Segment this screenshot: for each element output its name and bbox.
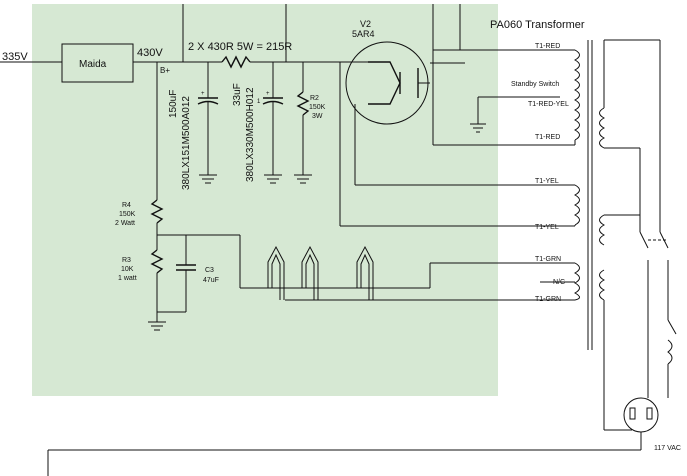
r4-name: R4 — [122, 202, 131, 209]
bplus-label: B+ — [160, 66, 170, 75]
c3-value: 47uF — [203, 277, 219, 284]
series-res-label: 2 X 430R 5W = 215R — [188, 41, 292, 53]
t1-redyel: T1-RED-YEL — [528, 101, 569, 108]
mains-label: 117 VAC — [654, 445, 681, 452]
mains-plug — [623, 397, 659, 433]
c33-plus: + — [266, 91, 270, 97]
standby-label: Standby Switch — [511, 81, 559, 88]
t1-grn-top: T1-GRN — [535, 256, 561, 263]
t1-yel-bot: T1-YEL — [535, 224, 559, 231]
board-area — [32, 4, 498, 396]
maida-regulator — [61, 43, 134, 83]
c150-plus: + — [201, 91, 205, 97]
r2-watt: 3W — [312, 113, 323, 120]
c33-pin: 1 — [257, 99, 261, 105]
supply-in-label: 335V — [2, 51, 28, 63]
t1-red-top: T1-RED — [535, 43, 560, 50]
tube-name: V2 — [360, 19, 371, 29]
r2-value: 150K — [309, 104, 326, 111]
v430-label: 430V — [137, 47, 163, 59]
c150-value: 150uF — [168, 90, 179, 118]
r3-watt: 1 watt — [118, 275, 137, 282]
t1-yel-top: T1-YEL — [535, 178, 559, 185]
t1-red-bot: T1-RED — [535, 134, 560, 141]
r4-watt: 2 Watt — [115, 220, 135, 227]
maida-label: Maida — [79, 59, 107, 70]
r4-value: 150K — [119, 211, 136, 218]
r2-name: R2 — [310, 95, 319, 102]
r3-name: R3 — [122, 257, 131, 264]
r3-value: 10K — [121, 266, 134, 273]
tube-type: 5AR4 — [352, 29, 375, 39]
t1-grn-bot: T1-GRN — [535, 296, 561, 303]
c150-part: 380LX151M500A012 — [181, 96, 192, 190]
c33-part: 380LX330M500H012 — [245, 87, 256, 182]
c3-name: C3 — [205, 267, 214, 274]
transformer-label: PA060 Transformer — [490, 19, 585, 31]
nc-label: N/C — [553, 279, 565, 286]
c33-value: 33uF — [232, 83, 243, 106]
series-resistor — [221, 55, 251, 69]
